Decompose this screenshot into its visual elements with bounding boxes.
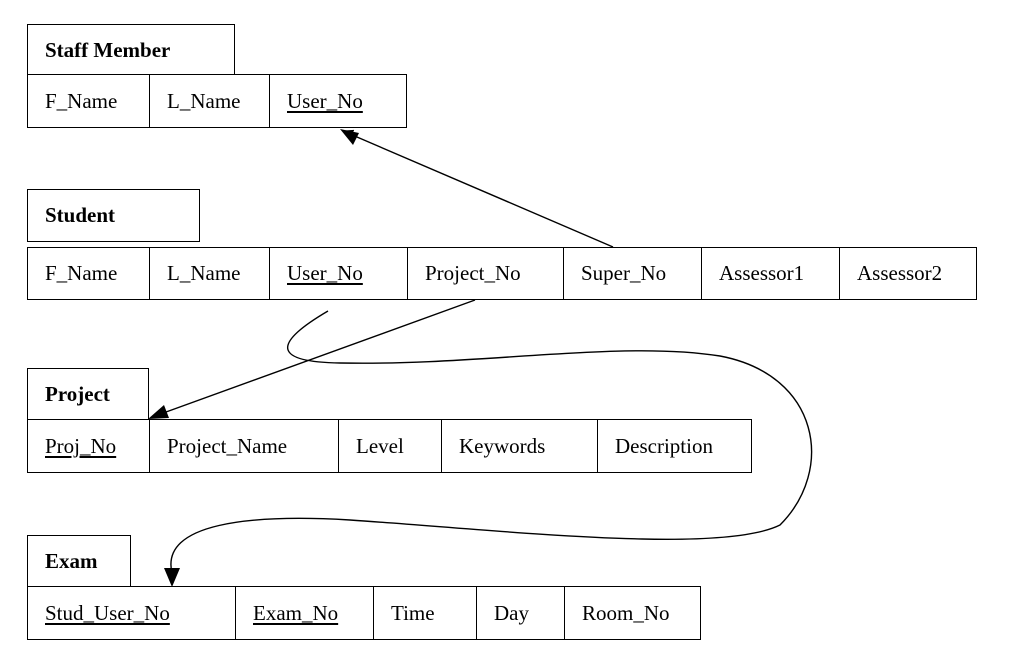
column-project-project-name: Project_Name <box>150 420 339 472</box>
column-exam-exam-no: Exam_No <box>236 587 374 639</box>
arrow-super-no-to-user-no <box>341 129 614 248</box>
column-student-project-no: Project_No <box>408 248 564 299</box>
column-student-assessor2: Assessor2 <box>857 261 943 285</box>
table-title-project: Project <box>27 368 149 421</box>
arrowhead-user-no <box>340 129 359 145</box>
column-project-proj-no: Proj_No <box>28 420 150 472</box>
column-student-assessor1: Assessor1 <box>702 248 840 299</box>
column-staff-f-name: F_Name <box>28 75 150 127</box>
table-title-student: Student <box>27 189 200 242</box>
column-exam-room-no: Room_No <box>582 600 670 625</box>
column-staff-user-no: User_No <box>287 88 363 113</box>
arrow-project-no-to-proj-no <box>154 299 476 417</box>
table-title-staff-member: Staff Member <box>27 24 235 76</box>
column-project-keywords: Keywords <box>442 420 598 472</box>
arrowhead-proj-no <box>148 405 169 419</box>
column-student-super-no: Super_No <box>564 248 702 299</box>
column-student-f-name: F_Name <box>28 248 150 299</box>
table-row-student: F_Name L_Name User_No Project_No Super_N… <box>27 247 977 300</box>
column-project-description: Description <box>615 433 713 458</box>
column-student-user-no: User_No <box>270 248 408 299</box>
column-student-l-name: L_Name <box>150 248 270 299</box>
column-exam-day: Day <box>477 587 565 639</box>
column-project-level: Level <box>339 420 442 472</box>
table-row-project: Proj_No Project_Name Level Keywords Desc… <box>27 419 752 473</box>
column-staff-l-name: L_Name <box>150 75 270 127</box>
column-exam-stud-user-no: Stud_User_No <box>28 587 236 639</box>
arrowhead-stud-user-no <box>164 568 180 587</box>
column-exam-time: Time <box>374 587 477 639</box>
table-row-staff-member: F_Name L_Name User_No <box>27 74 407 128</box>
table-row-exam: Stud_User_No Exam_No Time Day Room_No <box>27 586 701 640</box>
table-title-exam: Exam <box>27 535 131 588</box>
